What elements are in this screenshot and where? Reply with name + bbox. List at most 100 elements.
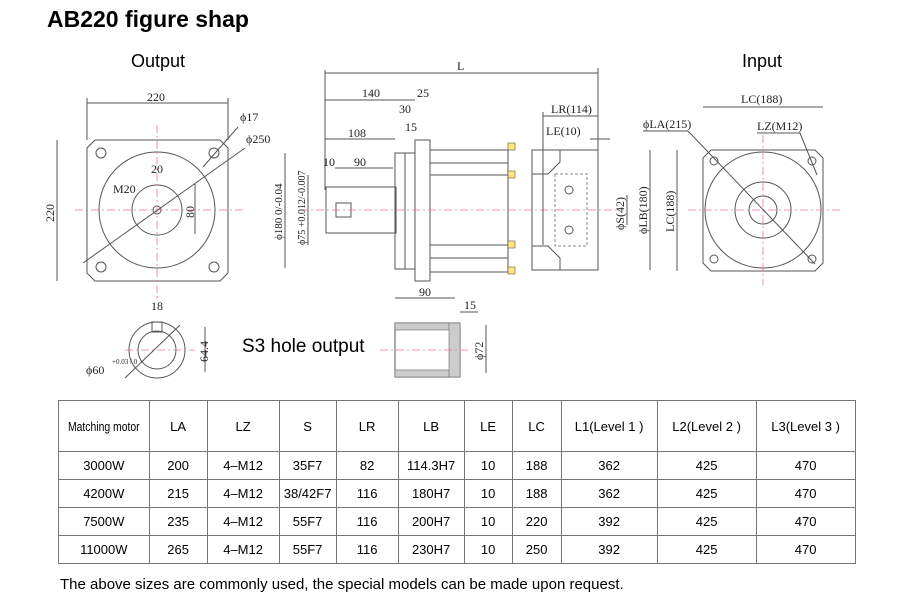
dim-phi75: ϕ75 +0.012/-0.007 [297, 170, 308, 245]
header-l1: L1(Level 1 ) [560, 400, 658, 452]
spec-table: Matching motor LA LZ S LR LB LE LC L1(Le… [58, 400, 856, 564]
dim-64-4: 64.4 [197, 341, 211, 362]
table-cell: 180H7 [397, 479, 465, 508]
table-cell: 188 [511, 479, 562, 508]
table-cell: 4–M12 [206, 479, 280, 508]
table-cell: 470 [755, 479, 856, 508]
header-le: LE [463, 400, 513, 452]
dim-phi60: ϕ60 [86, 363, 104, 377]
table-cell: 265 [148, 535, 208, 564]
table-cell: 10 [463, 507, 513, 536]
table-cell: 4200W [58, 479, 150, 508]
dim-s3-90: 90 [419, 285, 431, 299]
dim-90: 90 [354, 155, 366, 169]
dim-140: 140 [362, 86, 380, 100]
table-cell: 250 [511, 535, 562, 564]
table-cell: 425 [656, 451, 757, 480]
table-cell: 200 [148, 451, 208, 480]
page-title: AB220 figure shap [47, 6, 249, 32]
table-cell: 362 [560, 451, 658, 480]
table-cell: 11000W [58, 535, 150, 564]
header-lz: LZ [206, 400, 280, 452]
table-cell: 188 [511, 451, 562, 480]
table-cell: 3000W [58, 451, 150, 480]
table-cell: 425 [656, 479, 757, 508]
header-l3: L3(Level 3 ) [755, 400, 856, 452]
header-la: LA [148, 400, 208, 452]
s3-hole-section: 90 15 ϕ72 [380, 285, 487, 378]
dim-LA: ϕLA(215) [643, 117, 691, 131]
output-view-label: Output [131, 51, 186, 71]
dim-30: 30 [399, 102, 411, 116]
table-cell: 470 [755, 451, 856, 480]
table-cell: 114.3H7 [397, 451, 465, 480]
dim-phi180: ϕ180 0/-0.04 [273, 183, 285, 240]
dim-phi60-tolerance: +0.03 / 0 [112, 358, 138, 366]
header-s: S [278, 400, 337, 452]
dim-width: 220 [147, 90, 165, 104]
table-cell: 220 [511, 507, 562, 536]
dim-18: 18 [151, 299, 163, 313]
input-view-label: Input [742, 51, 783, 71]
side-view: L 140 25 30 15 108 10 90 ϕ180 0/-0.04 ϕ7… [273, 59, 678, 282]
s3-hole-output-label: S3 hole output [242, 336, 365, 357]
dim-LZ: LZ(M12) [757, 119, 802, 133]
footer-note: The above sizes are commonly used, the s… [60, 576, 624, 593]
table-cell: 200H7 [397, 507, 465, 536]
header-matching-motor: Matching motor [67, 418, 140, 434]
table-cell: 425 [656, 535, 757, 564]
dim-m20: M20 [113, 182, 136, 196]
dim-phi250: ϕ250 [246, 132, 270, 146]
table-cell: 4–M12 [206, 535, 280, 564]
bolt-heads [507, 142, 516, 275]
dim-LR: LR(114) [551, 102, 592, 116]
table-cell: 116 [335, 507, 399, 536]
output-shaft-section: 18 64.4 ϕ60 +0.03 / 0 [86, 299, 211, 379]
header-lc: LC [511, 400, 562, 452]
table-cell: 235 [148, 507, 208, 536]
dim-25: 25 [417, 86, 429, 100]
dim-S: ϕS(42) [613, 197, 627, 230]
table-cell: 55F7 [278, 535, 337, 564]
table-cell: 4–M12 [206, 507, 280, 536]
table-cell: 470 [755, 535, 856, 564]
table-cell: 35F7 [278, 451, 337, 480]
table-cell: 116 [335, 479, 399, 508]
table-cell: 230H7 [397, 535, 465, 564]
dim-10: 10 [323, 155, 335, 169]
input-flange-view: LC(188) ϕLA(215) LZ(M12) [643, 92, 840, 285]
table-cell: 10 [463, 479, 513, 508]
table-cell: 392 [560, 535, 658, 564]
table-cell: 82 [335, 451, 399, 480]
dim-108: 108 [348, 126, 366, 140]
table-cell: 215 [148, 479, 208, 508]
table-header-row: Matching motor LA LZ S LR LB LE LC L1(Le… [58, 400, 856, 452]
dim-80: 80 [183, 206, 197, 218]
output-flange-view: 220 220 ϕ17 ϕ250 20 M20 80 [43, 90, 270, 300]
header-l2: L2(Level 2 ) [656, 400, 757, 452]
table-cell: 425 [656, 507, 757, 536]
dim-LE: LE(10) [546, 124, 581, 138]
technical-drawing: 220 220 ϕ17 ϕ250 20 M20 80 18 64.4 ϕ60 +… [43, 59, 840, 379]
header-lr: LR [335, 400, 399, 452]
dim-LB: ϕLB(180) [636, 186, 650, 234]
table-cell: 362 [560, 479, 658, 508]
dim-s3-15: 15 [464, 298, 476, 312]
table-cell: 470 [755, 507, 856, 536]
dim-phi17: ϕ17 [240, 110, 258, 124]
table-cell: 392 [560, 507, 658, 536]
table-cell: 38/42F7 [278, 479, 337, 508]
dim-LC-side: LC(188) [663, 191, 677, 232]
dim-height: 220 [43, 204, 57, 222]
dim-s3-phi72: ϕ72 [472, 342, 486, 360]
dim-20: 20 [151, 162, 163, 176]
dim-LC-top: LC(188) [741, 92, 782, 106]
table-cell: 4–M12 [206, 451, 280, 480]
table-cell: 10 [463, 451, 513, 480]
header-lb: LB [397, 400, 465, 452]
dim-15: 15 [405, 120, 417, 134]
